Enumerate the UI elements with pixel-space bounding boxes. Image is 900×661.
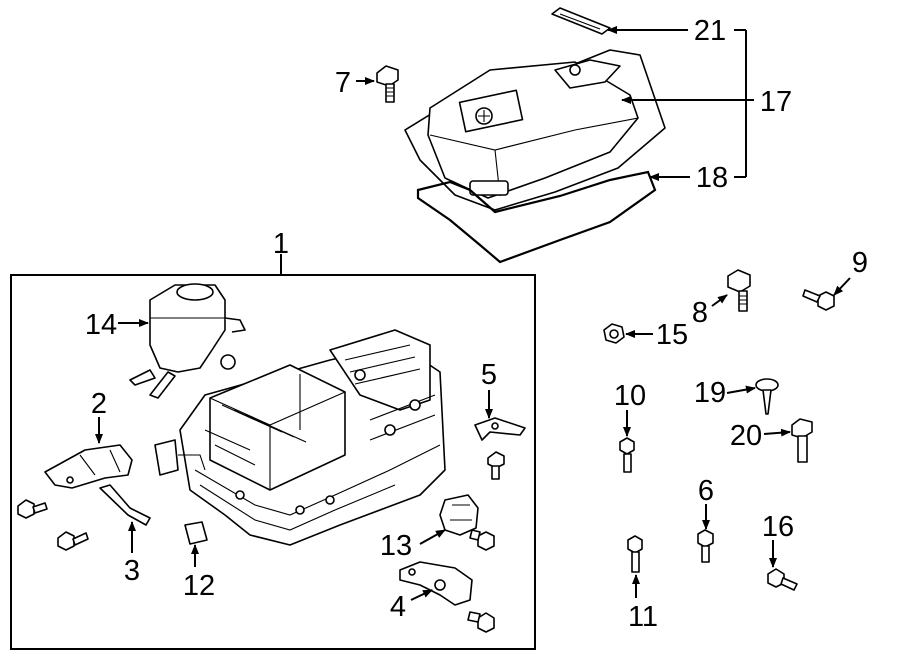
bolt-6 <box>697 529 714 563</box>
inverter-assembly <box>154 329 446 546</box>
inverter-cover <box>404 49 666 211</box>
callout-3: 3 <box>124 555 140 587</box>
bolt-left-1 <box>17 499 48 519</box>
bolt-left-2 <box>57 531 89 551</box>
callout-6: 6 <box>698 475 714 507</box>
bolt-7 <box>376 65 399 103</box>
callout-15: 15 <box>656 319 688 351</box>
callout-10: 10 <box>614 380 646 412</box>
bolt-4 <box>467 611 495 633</box>
callout-9: 9 <box>852 247 868 279</box>
callout-13: 13 <box>380 530 412 562</box>
bolt-8 <box>727 269 751 312</box>
bracket-3 <box>99 484 151 526</box>
screw-19 <box>755 378 779 415</box>
callout-12: 12 <box>183 570 215 602</box>
bracket-2 <box>44 444 133 489</box>
callout-11: 11 <box>628 601 658 633</box>
nut-15 <box>603 323 625 344</box>
mount-13 <box>439 494 479 536</box>
bolt-9 <box>802 289 835 311</box>
callout-1: 1 <box>273 228 289 260</box>
callout-16: 16 <box>762 511 794 543</box>
callout-18: 18 <box>696 162 728 194</box>
bolt-16 <box>767 568 798 591</box>
bolt-13 <box>469 529 495 551</box>
assembly-frame <box>10 274 536 650</box>
label-12 <box>184 521 208 545</box>
bolt-5 <box>487 451 505 480</box>
callout-17: 17 <box>760 86 792 118</box>
callout-5: 5 <box>481 359 497 391</box>
cover-gasket <box>416 170 657 264</box>
callout-4: 4 <box>390 591 406 623</box>
callout-19: 19 <box>694 377 726 409</box>
cover-label <box>551 7 611 35</box>
bracket-5 <box>474 417 526 441</box>
callout-21: 21 <box>694 15 726 47</box>
mount-4 <box>399 561 473 606</box>
callout-8: 8 <box>692 297 708 329</box>
reservoir-14 <box>129 283 246 399</box>
callout-14: 14 <box>85 309 117 341</box>
callout-2: 2 <box>91 388 107 420</box>
leader-lines <box>95 26 851 601</box>
callout-20: 20 <box>730 420 762 452</box>
bolt-10 <box>619 437 635 473</box>
bolt-20 <box>791 418 813 463</box>
bolt-11 <box>627 535 643 573</box>
callout-7: 7 <box>335 67 351 99</box>
